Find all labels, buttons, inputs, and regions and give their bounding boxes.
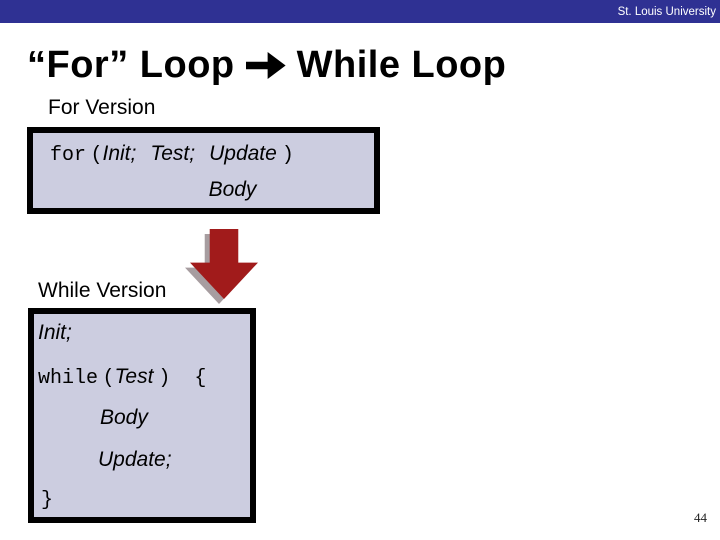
while-close-brace-line: }: [41, 489, 53, 512]
institution-label: St. Louis University: [617, 5, 716, 18]
test-placeholder: Test: [114, 365, 154, 388]
while-keyword: while: [38, 367, 99, 390]
close-paren: ): [158, 367, 171, 390]
for-keyword: for: [50, 144, 87, 167]
init-placeholder: Init;: [102, 142, 137, 165]
while-statement-line: while (Test) {: [38, 365, 206, 390]
body-placeholder: Body: [100, 406, 148, 429]
title-part2: While Loop: [296, 44, 507, 86]
page-title: “For” Loop While Loop: [27, 44, 506, 87]
down-arrow-front: [190, 229, 258, 299]
title-part1: “For” Loop: [27, 44, 235, 86]
body-placeholder: Body: [208, 178, 257, 201]
close-brace: }: [41, 489, 54, 512]
top-bar: St. Louis University: [0, 0, 720, 23]
init-placeholder: Init;: [38, 321, 72, 344]
open-brace: {: [194, 367, 207, 390]
for-body-line: Body: [62, 178, 403, 202]
test-placeholder: Test;: [150, 142, 196, 165]
open-paren: (: [90, 144, 103, 167]
while-init-line: Init;: [38, 321, 72, 345]
while-update-line: Update;: [98, 448, 172, 472]
page-number: 44: [694, 510, 707, 525]
open-paren: (: [102, 367, 115, 390]
update-placeholder: Update: [209, 142, 277, 165]
update-placeholder: Update;: [98, 448, 172, 471]
while-body-line: Body: [100, 406, 148, 430]
close-paren: ): [281, 144, 294, 167]
for-code-panel: for (Init; Test; Update) Body: [27, 127, 380, 214]
while-code-panel: Init; while (Test) { Body Update; }: [28, 308, 256, 523]
right-arrow-icon: [245, 52, 286, 79]
for-statement-line: for (Init; Test; Update): [50, 142, 294, 167]
while-version-label: While Version: [38, 279, 167, 302]
down-arrow-icon: [185, 229, 258, 304]
for-version-label: For Version: [48, 96, 156, 119]
